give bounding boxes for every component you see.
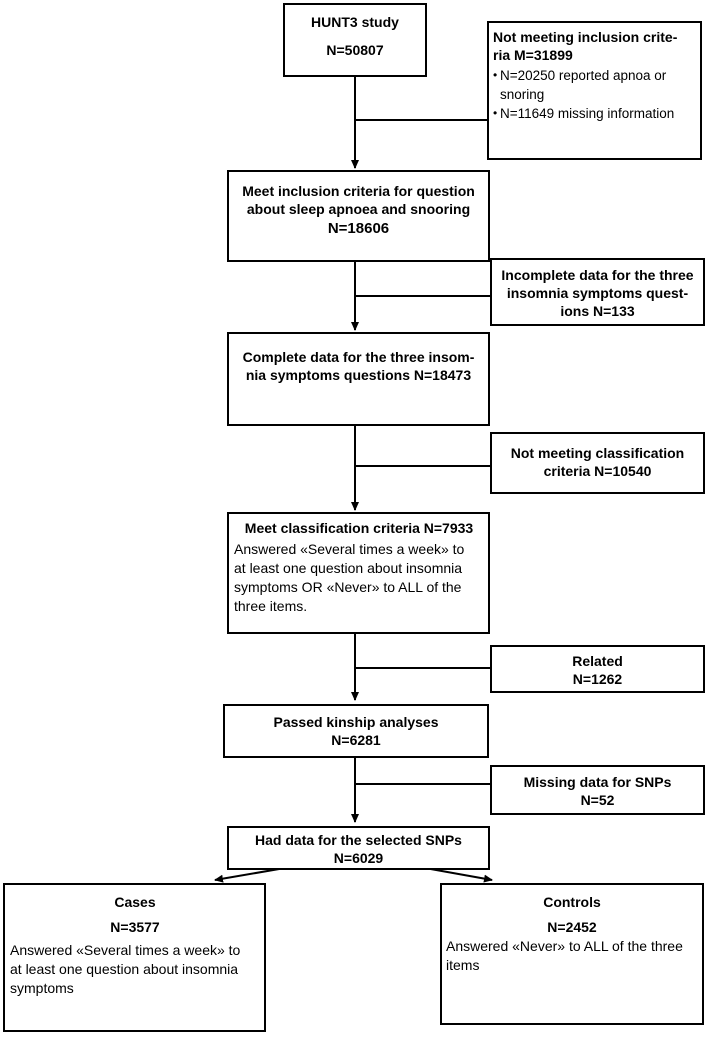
had-snps-title: Had data for the selected SNPs xyxy=(255,832,462,848)
incomplete-line-2: insomnia symptoms quest- xyxy=(506,285,689,301)
excluded-inclusion-title-1: Not meeting inclusion crite- xyxy=(493,29,678,45)
hunt3-title: HUNT3 study xyxy=(311,14,399,30)
box-excluded-inclusion: Not meeting inclusion crite- ria M=31899… xyxy=(487,21,702,160)
box-not-classified: Not meeting classification criteria N=10… xyxy=(490,432,705,494)
excluded-inclusion-title-2: ria M=31899 xyxy=(493,47,573,63)
inclusion-line-1: Meet inclusion criteria for question xyxy=(242,183,475,199)
box-had-snps: Had data for the selected SNPs N=6029 xyxy=(227,826,490,870)
classified-body: Answered «Several times a week» to at le… xyxy=(234,540,484,616)
classified-body-line: symptoms OR «Never» to ALL of the xyxy=(234,579,462,595)
box-hunt3-study: HUNT3 study N=50807 xyxy=(283,3,427,77)
box-missing-snps: Missing data for SNPs N=52 xyxy=(490,765,705,815)
kinship-title: Passed kinship analyses xyxy=(273,714,439,730)
incomplete-line-1: Incomplete data for the three xyxy=(501,267,694,283)
box-incomplete: Incomplete data for the three insomnia s… xyxy=(490,258,705,326)
not-classified-line-2: criteria N=10540 xyxy=(543,463,652,479)
box-inclusion: Meet inclusion criteria for question abo… xyxy=(227,170,490,262)
not-classified-line-1: Not meeting classification xyxy=(510,445,685,461)
related-n: N=1262 xyxy=(572,671,623,687)
classified-body-line: at least one question about insomnia xyxy=(234,560,463,576)
controls-title: Controls xyxy=(543,894,601,910)
cases-n: N=3577 xyxy=(110,919,160,935)
kinship-n: N=6281 xyxy=(331,732,381,748)
complete-line-2: nia symptoms questions N=18473 xyxy=(245,367,472,383)
hunt3-n: N=50807 xyxy=(326,42,384,58)
cases-title: Cases xyxy=(114,894,156,910)
box-kinship: Passed kinship analyses N=6281 xyxy=(223,704,489,758)
arrow-to-cases xyxy=(214,867,286,883)
cases-body-line: Answered «Several times a week» to xyxy=(10,942,241,958)
excluded-inclusion-item: N=11649 missing information xyxy=(493,104,696,123)
incomplete-line-3: ions N=133 xyxy=(560,303,635,319)
classified-body-line: three items. xyxy=(234,598,308,614)
classified-title: Meet classification criteria N=7933 xyxy=(244,520,474,536)
controls-body: Answered «Never» to ALL of the three ite… xyxy=(446,937,698,975)
box-complete: Complete data for the three insom- nia s… xyxy=(227,332,490,426)
had-snps-n: N=6029 xyxy=(333,850,384,866)
related-title: Related xyxy=(572,653,623,669)
box-cases: Cases N=3577 Answered «Several times a w… xyxy=(3,883,266,1032)
cases-body: Answered «Several times a week» to at le… xyxy=(10,941,260,998)
cases-body-line: at least one question about insomnia xyxy=(10,961,239,977)
inclusion-n: N=18606 xyxy=(327,220,390,237)
missing-snps-title: Missing data for SNPs xyxy=(523,774,672,790)
inclusion-line-2: about sleep apnoea and snooring xyxy=(246,201,471,217)
classified-body-line: Answered «Several times a week» to xyxy=(234,541,465,557)
box-classified: Meet classification criteria N=7933 Answ… xyxy=(227,512,490,634)
box-controls: Controls N=2452 Answered «Never» to ALL … xyxy=(440,883,704,1025)
controls-n: N=2452 xyxy=(547,919,597,935)
complete-line-1: Complete data for the three insom- xyxy=(242,349,475,365)
controls-body-line: Answered «Never» to ALL of the three xyxy=(446,938,683,954)
cases-body-line: symptoms xyxy=(10,980,74,996)
missing-snps-n: N=52 xyxy=(580,792,615,808)
controls-body-line: items xyxy=(446,957,480,973)
box-related: Related N=1262 xyxy=(490,645,705,693)
excluded-inclusion-list: N=20250 reported apnoa or snoring N=1164… xyxy=(493,66,696,123)
excluded-inclusion-item: N=20250 reported apnoa or snoring xyxy=(493,66,696,104)
arrow-to-controls xyxy=(424,867,493,883)
